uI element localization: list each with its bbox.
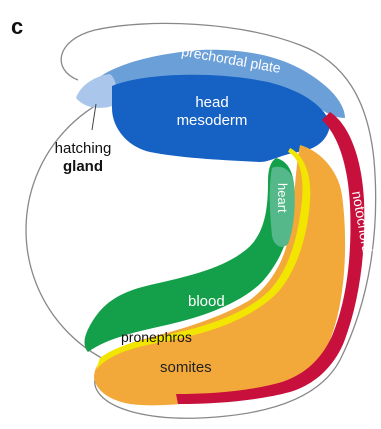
hatching-gland-label-line2: gland (63, 158, 103, 175)
heart-label: heart (275, 183, 290, 213)
head-mesoderm-label-line1: head (195, 94, 228, 111)
hatching-gland-label-line1: hatching (55, 140, 112, 157)
hatching-gland-region (76, 74, 116, 108)
blood-label: blood (188, 293, 225, 310)
head-mesoderm-label-line2: mesoderm (177, 112, 248, 129)
pronephros-label: pronephros (121, 329, 192, 345)
somites-label: somites (160, 359, 212, 376)
